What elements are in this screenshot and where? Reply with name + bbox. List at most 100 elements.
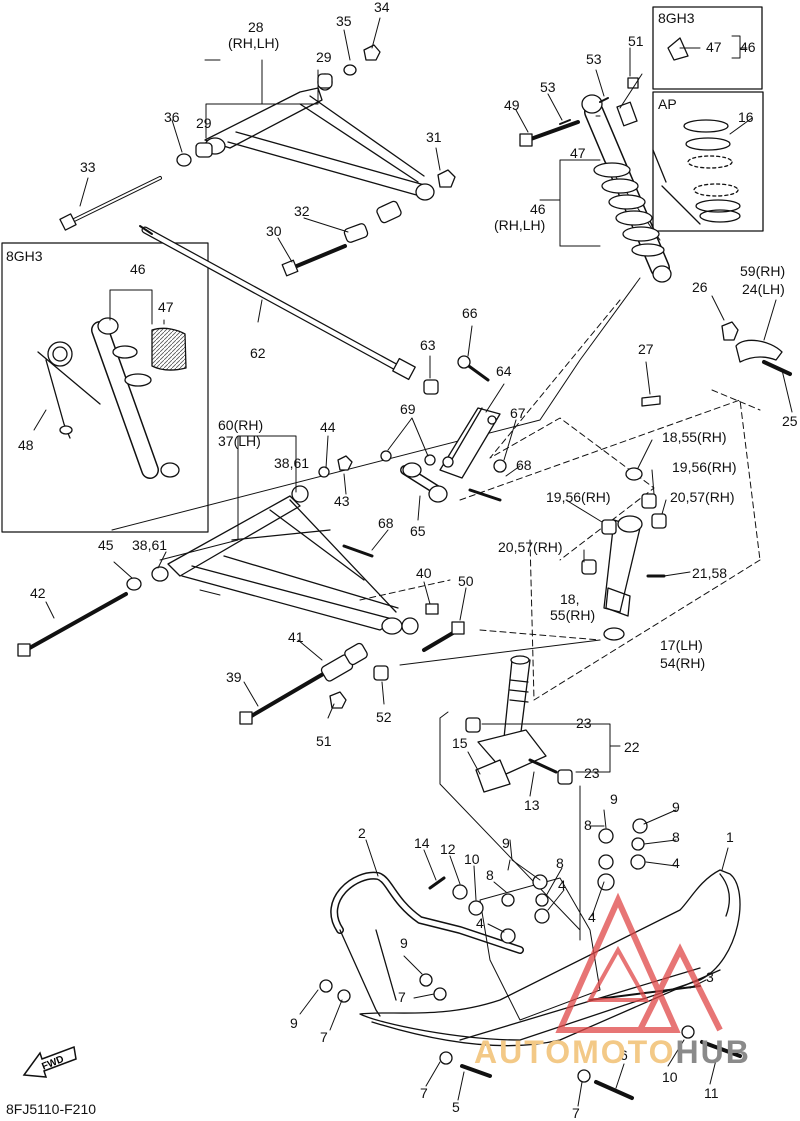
- callout-59rh: 59(RH): [740, 263, 786, 279]
- watermark-text: AUTOMOTOHUB: [474, 1034, 751, 1071]
- nut-10b: [681, 1025, 695, 1039]
- callout-8a: 8: [486, 867, 494, 883]
- callout-11: 11: [704, 1085, 719, 1101]
- washer-4d: [630, 854, 646, 870]
- spring-16: [683, 119, 741, 223]
- callout-38-61a: 38,61: [274, 455, 310, 471]
- callout-65: 65: [410, 523, 426, 539]
- figure-code: 8FJ5110-F210: [6, 1101, 97, 1117]
- callout-3: 3: [706, 969, 714, 985]
- callout-20-57rh-r: 20,57(RH): [670, 489, 735, 505]
- nut-40: [425, 603, 439, 615]
- bolt-49: [519, 120, 580, 147]
- dashed-guides: [359, 299, 761, 701]
- callout-48: 48: [18, 437, 34, 453]
- callout-18b: 18,: [560, 591, 580, 607]
- nut-9d: [419, 973, 433, 987]
- washer-4a: [500, 928, 516, 944]
- nut-69a: [380, 450, 392, 462]
- callout-4c: 4: [588, 909, 596, 925]
- stopper-15: [475, 759, 511, 793]
- callout-43: 43: [334, 493, 350, 509]
- callout-30: 30: [266, 223, 282, 239]
- callout-44: 44: [320, 419, 336, 435]
- collar-41b: [344, 642, 368, 666]
- washer-45: [126, 577, 142, 591]
- bushing-20-r: [651, 513, 667, 529]
- callout-28: 28: [248, 19, 264, 35]
- callout-64: 64: [496, 363, 512, 379]
- washer-36: [176, 153, 192, 167]
- callout-2: 2: [358, 825, 366, 841]
- callout-9a: 9: [502, 835, 510, 851]
- shaft-62: [139, 225, 416, 381]
- bolt-13: [528, 758, 558, 774]
- callout-47-ins: 47: [706, 39, 722, 55]
- callout-67: 67: [510, 405, 526, 421]
- callout-33: 33: [80, 159, 96, 175]
- nut-9a: [532, 874, 548, 890]
- callout-39: 39: [226, 669, 242, 685]
- nut-51-low: [329, 691, 347, 709]
- callout-5: 5: [452, 1099, 460, 1115]
- collar-52: [373, 665, 389, 681]
- callout-68b: 68: [378, 515, 394, 531]
- callout-24lh: 24(LH): [742, 281, 785, 297]
- callout-19-56rh-r: 19,56(RH): [672, 459, 737, 475]
- pin-14: [428, 876, 446, 890]
- nut-9b: [598, 828, 614, 844]
- callout-6: 6: [620, 1047, 628, 1063]
- watermark-b: HUB: [675, 1034, 751, 1070]
- callout-rhlh-46: (RH,LH): [494, 217, 546, 233]
- callout-29a: 29: [196, 115, 212, 131]
- callout-23a: 23: [576, 715, 592, 731]
- steering-post: [503, 655, 531, 741]
- callout-23b: 23: [584, 765, 600, 781]
- fwd-label: FWD: [40, 1054, 65, 1073]
- fwd-arrow-icon: FWD: [22, 1045, 77, 1078]
- nut-10a: [468, 900, 484, 916]
- link-65: [400, 462, 448, 503]
- callout-50: 50: [458, 573, 474, 589]
- callout-16: 16: [738, 109, 754, 125]
- nut-26: [721, 321, 739, 341]
- shock-absorber-46: [581, 94, 672, 283]
- link-64: [439, 407, 501, 479]
- inset-sticker-47: [151, 327, 187, 371]
- callout-54rh: 54(RH): [660, 655, 706, 671]
- callout-41: 41: [288, 629, 304, 645]
- washer-8d: [631, 837, 645, 851]
- callout-66: 66: [462, 305, 478, 321]
- callout-55rh: 55(RH): [550, 607, 596, 623]
- bolt-11: [700, 1040, 742, 1058]
- callout-rhlh-28: (RH,LH): [228, 35, 280, 51]
- watermark-logo: [555, 892, 723, 1033]
- callout-9e: 9: [290, 1015, 298, 1031]
- callout-46-left: 46: [130, 261, 146, 277]
- callout-34: 34: [374, 0, 390, 15]
- ski-bracket: [479, 877, 601, 1021]
- inset-box-8gh3-top: [652, 6, 763, 90]
- callout-51-low: 51: [316, 733, 332, 749]
- callout-49: 49: [504, 97, 520, 113]
- nut-69b: [424, 454, 436, 466]
- bolt-50: [422, 621, 465, 652]
- inset-ap-leader: [652, 149, 701, 225]
- bolt-5: [460, 1064, 492, 1078]
- spindle-17: [603, 515, 643, 617]
- callout-36: 36: [164, 109, 180, 125]
- callout-29b: 29: [316, 49, 332, 65]
- bolt-33: [59, 176, 162, 231]
- lower-arm-60: [151, 485, 419, 635]
- inset-box-8gh3-left: [1, 242, 209, 533]
- nut-44: [318, 466, 330, 478]
- callout-7d: 7: [572, 1105, 580, 1121]
- washer-7b: [433, 987, 447, 1001]
- inset-title-left: 8GH3: [6, 248, 43, 264]
- watermark-a: AUTOMOTO: [474, 1034, 676, 1070]
- inset-title-ap: AP: [658, 96, 677, 112]
- callout-53a: 53: [586, 51, 602, 67]
- callout-47-main: 47: [570, 145, 586, 161]
- bolt-66: [464, 362, 490, 382]
